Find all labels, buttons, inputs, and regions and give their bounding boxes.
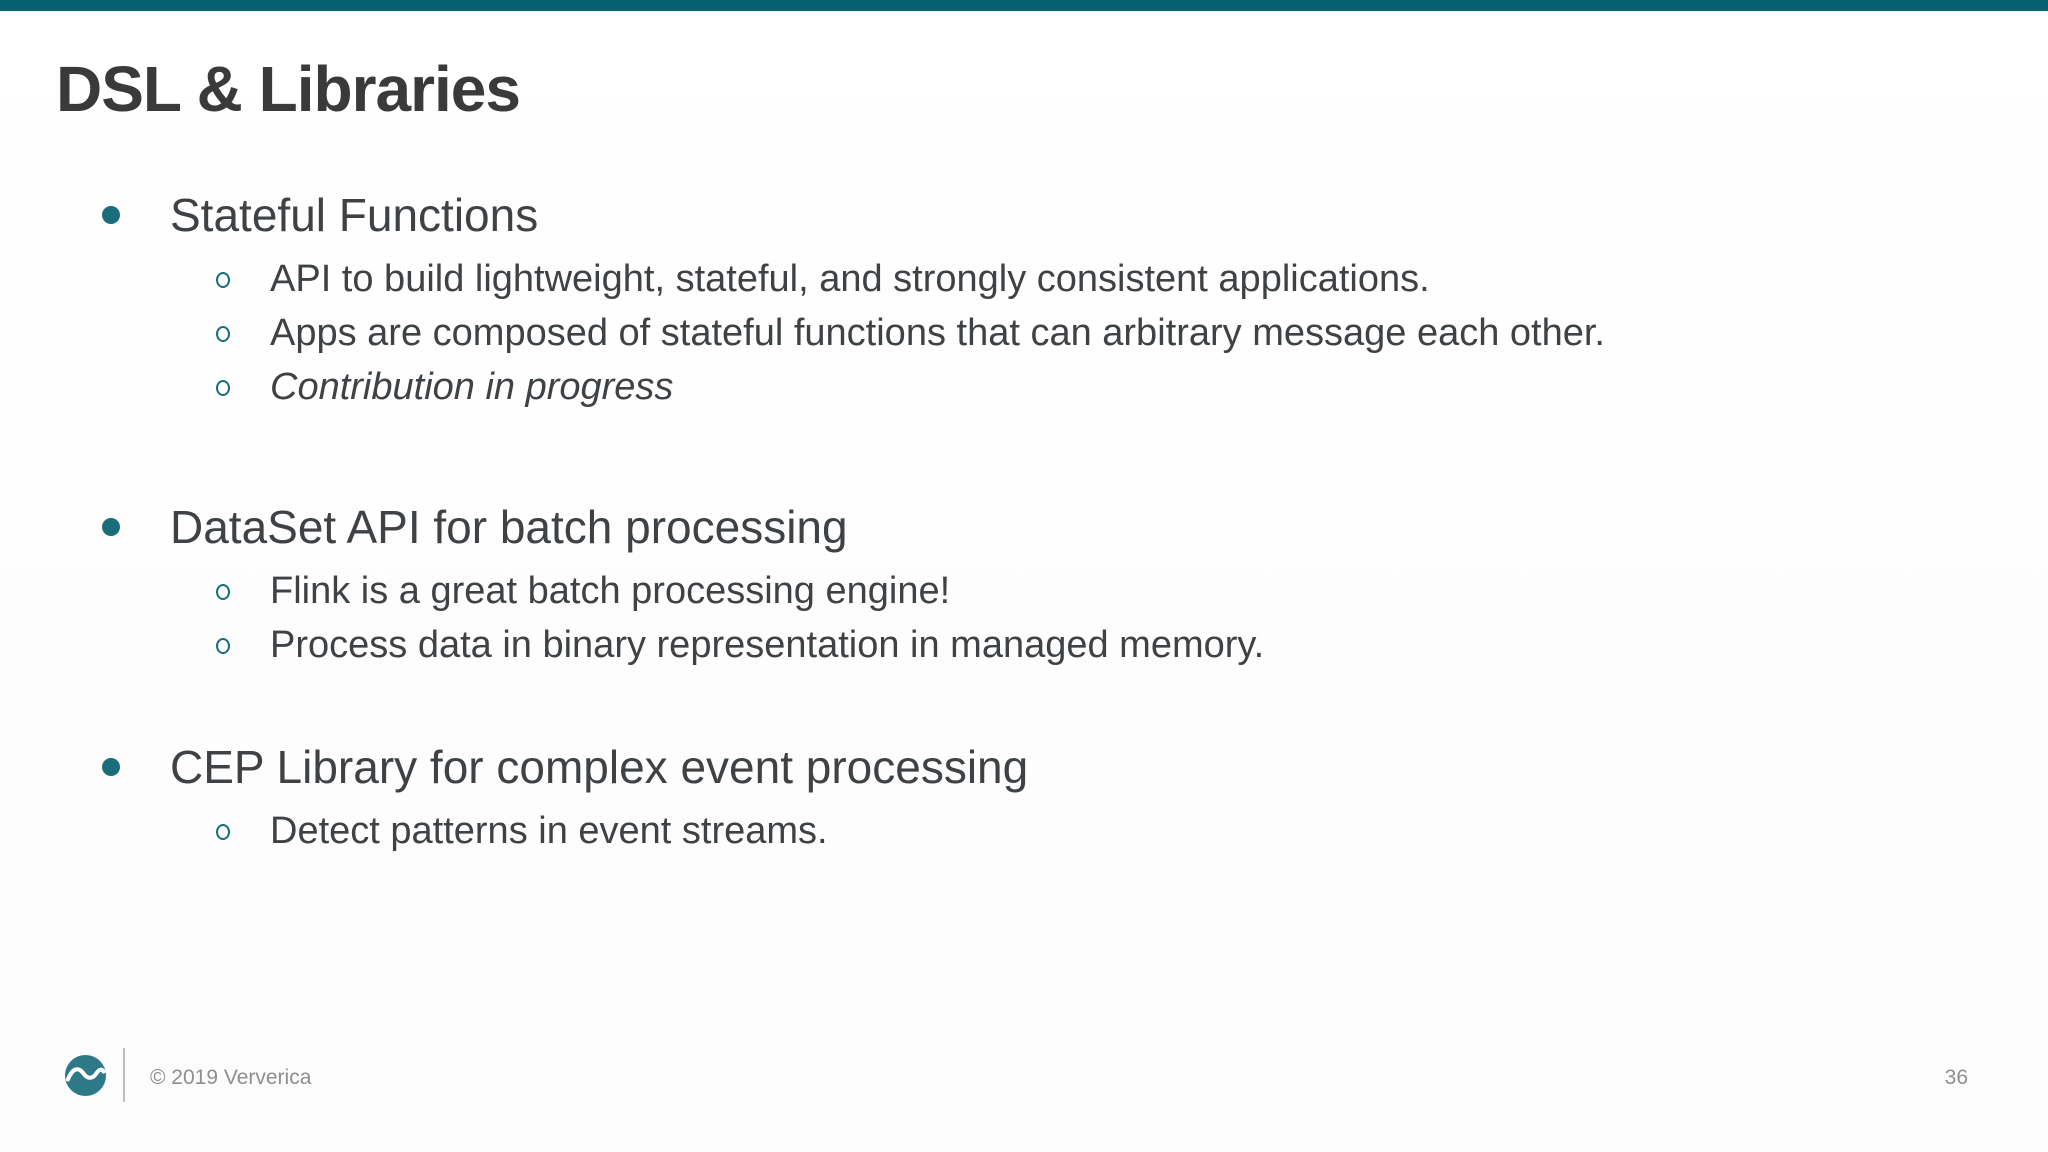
- bullet-group-cep-library: CEP Library for complex event processing…: [0, 736, 2048, 858]
- hollow-bullet-icon: [216, 380, 230, 396]
- sub-bullet-text: Detect patterns in event streams.: [270, 810, 828, 852]
- bullet-item-level2: Contribution in progress: [0, 360, 2048, 414]
- sub-bullet-list: Flink is a great batch processing engine…: [0, 564, 2048, 672]
- page-number: 36: [1944, 1066, 1968, 1089]
- footer-divider: [123, 1048, 125, 1102]
- slide-footer: © 2019 Ververica 36: [0, 1040, 2048, 1120]
- bullet-group-stateful-functions: Stateful Functions API to build lightwei…: [0, 184, 2048, 414]
- sub-bullet-text: Contribution in progress: [270, 366, 674, 408]
- sub-bullet-text: Process data in binary representation in…: [270, 624, 1265, 666]
- copyright-text: © 2019 Ververica: [150, 1066, 312, 1089]
- bullet-item-level2: Process data in binary representation in…: [0, 618, 2048, 672]
- sub-bullet-text: Apps are composed of stateful functions …: [270, 312, 1605, 354]
- bullet-item-level2: Apps are composed of stateful functions …: [0, 306, 2048, 360]
- bullet-item-level1: CEP Library for complex event processing: [0, 736, 2048, 798]
- accent-top-bar: [0, 0, 2048, 11]
- hollow-bullet-icon: [216, 272, 230, 288]
- hollow-bullet-icon: [216, 638, 230, 654]
- bullet-item-level2: Flink is a great batch processing engine…: [0, 564, 2048, 618]
- bullet-heading: CEP Library for complex event processing: [170, 741, 1029, 793]
- bullet-heading: DataSet API for batch processing: [170, 501, 848, 553]
- sub-bullet-text: Flink is a great batch processing engine…: [270, 570, 951, 612]
- hollow-bullet-icon: [216, 824, 230, 840]
- ververica-wave-logo-icon: [64, 1054, 107, 1097]
- sub-bullet-list: Detect patterns in event streams.: [0, 804, 2048, 858]
- filled-bullet-icon: [102, 758, 120, 776]
- hollow-bullet-icon: [216, 584, 230, 600]
- bullet-heading: Stateful Functions: [170, 189, 539, 241]
- bullet-item-level2: Detect patterns in event streams.: [0, 804, 2048, 858]
- bullet-item-level1: DataSet API for batch processing: [0, 496, 2048, 558]
- sub-bullet-text: API to build lightweight, stateful, and …: [270, 258, 1430, 300]
- filled-bullet-icon: [102, 206, 120, 224]
- bullet-item-level2: API to build lightweight, stateful, and …: [0, 252, 2048, 306]
- sub-bullet-list: API to build lightweight, stateful, and …: [0, 252, 2048, 414]
- slide-title: DSL & Libraries: [56, 53, 521, 125]
- bullet-group-dataset-api: DataSet API for batch processing Flink i…: [0, 496, 2048, 672]
- filled-bullet-icon: [102, 518, 120, 536]
- hollow-bullet-icon: [216, 326, 230, 342]
- bullet-item-level1: Stateful Functions: [0, 184, 2048, 246]
